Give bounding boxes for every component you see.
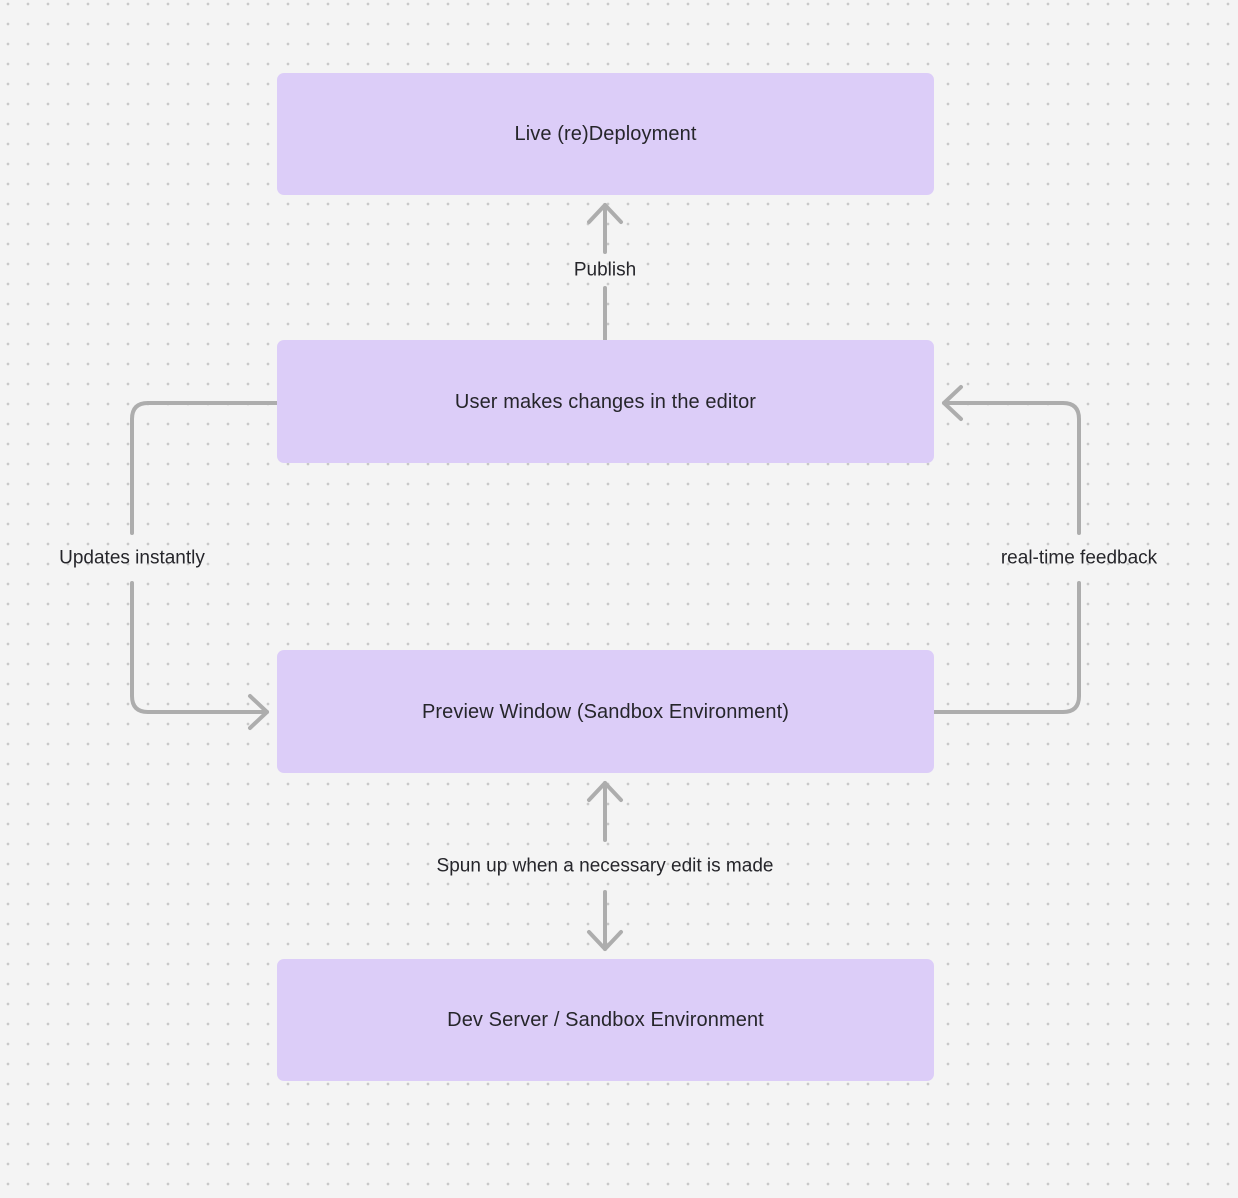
node-dev-server[interactable]: Dev Server / Sandbox Environment	[277, 959, 934, 1081]
edge-publish-arrowhead	[587, 203, 623, 224]
node-live-deployment-label: Live (re)Deployment	[514, 123, 697, 145]
edge-updates-segment-lower	[130, 581, 269, 714]
edge-label-publish: Publish	[573, 259, 637, 281]
edge-spunup-arrowhead-up	[587, 781, 623, 802]
node-preview-window[interactable]: Preview Window (Sandbox Environment)	[277, 650, 934, 773]
node-user-edits-label: User makes changes in the editor	[454, 390, 757, 413]
edge-updates-segment-upper	[130, 401, 279, 535]
node-dev-server-label: Dev Server / Sandbox Environment	[447, 1009, 764, 1031]
edge-feedback-arrowhead	[942, 385, 963, 421]
edge-updates-arrowhead	[248, 694, 269, 730]
edge-label-spun-up: Spun up when a necessary edit is made	[436, 855, 774, 877]
edge-label-real-time-feedback: real-time feedback	[1000, 547, 1158, 569]
node-user-edits[interactable]: User makes changes in the editor	[277, 340, 934, 463]
edge-feedback-segment-lower	[932, 581, 1081, 714]
node-preview-window-label: Preview Window (Sandbox Environment)	[421, 700, 790, 723]
edge-feedback-segment-upper	[942, 401, 1081, 535]
edge-spunup-arrowhead-down	[587, 930, 623, 951]
node-live-deployment[interactable]: Live (re)Deployment	[277, 73, 934, 195]
edge-label-updates-instantly: Updates instantly	[59, 547, 205, 569]
